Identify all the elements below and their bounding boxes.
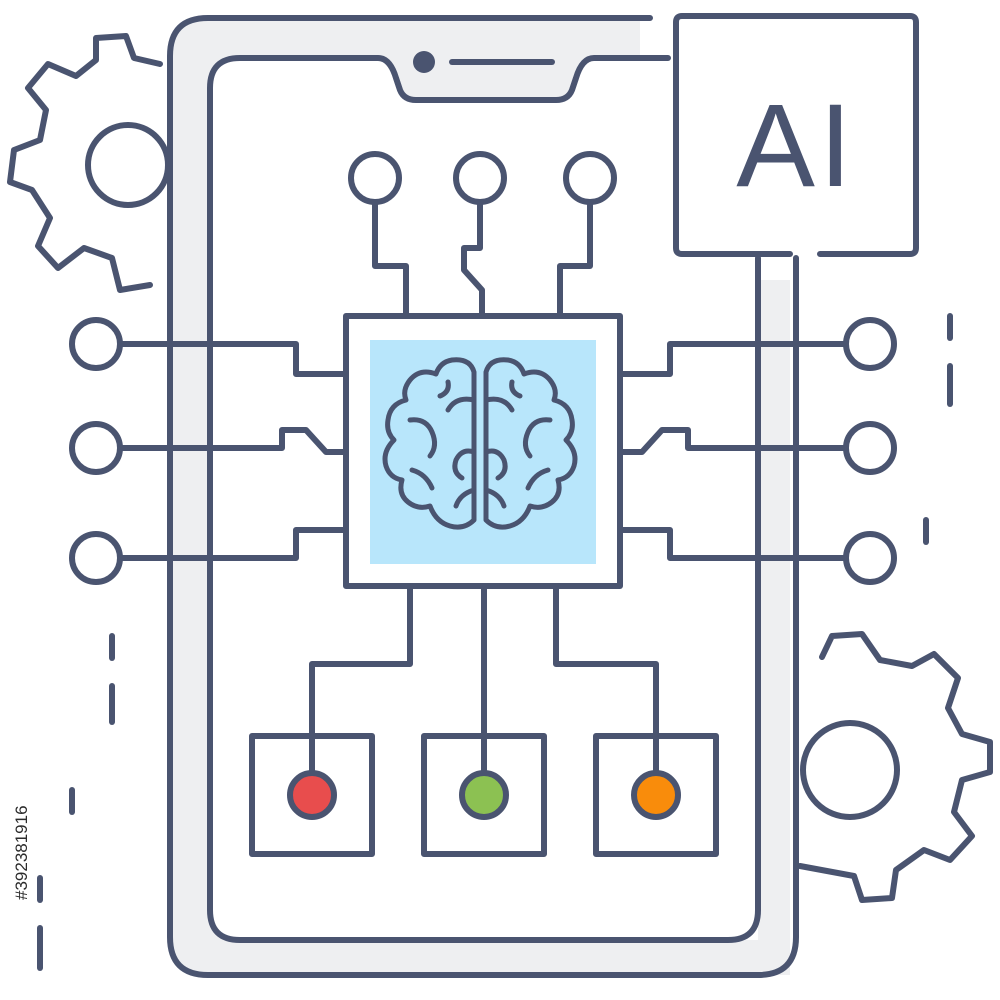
left-circuit-lines — [69, 317, 349, 585]
output-node-green — [421, 733, 547, 857]
right-circuit-lines — [617, 317, 897, 585]
gear-icon-bottom-right — [797, 631, 993, 903]
decorative-dashes — [37, 313, 953, 971]
output-node-red — [249, 733, 375, 857]
ai-badge: AI — [673, 13, 919, 257]
top-circuit-lines — [348, 151, 617, 319]
output-node-orange — [593, 733, 719, 857]
stock-id-text: #392381916 — [12, 805, 31, 900]
bottom-circuit-lines — [309, 583, 659, 773]
front-camera-icon — [413, 51, 435, 73]
gear-icon-top-left — [7, 33, 171, 293]
ai-badge-label: AI — [736, 80, 856, 212]
stock-id-watermark: #392381916 — [12, 760, 34, 910]
brain-icon — [382, 357, 578, 530]
